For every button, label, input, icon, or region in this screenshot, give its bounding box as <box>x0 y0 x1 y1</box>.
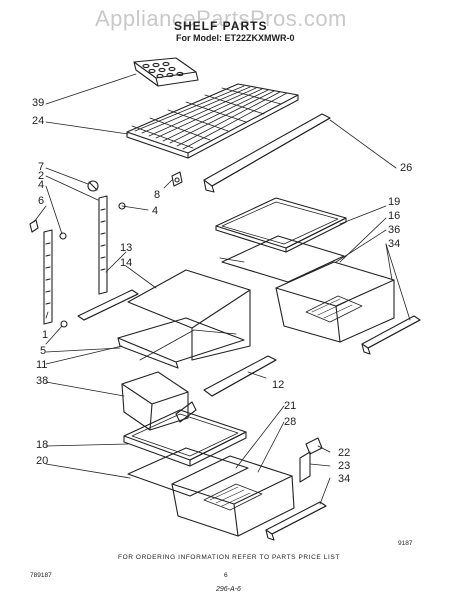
crisper-cover-part <box>215 197 347 283</box>
watermark: AppliancePartsPros.com <box>95 6 347 31</box>
callout-label: 19 <box>388 196 401 208</box>
callout-label: 1 <box>42 329 49 341</box>
callout-label: 5 <box>40 345 47 357</box>
callout-label: 38 <box>36 375 49 387</box>
trim-strip-part <box>265 501 327 541</box>
callout-label: 23 <box>338 460 351 472</box>
handwritten-note: 296-A-6 <box>216 586 241 593</box>
callout-label: 7 <box>38 161 45 173</box>
callout-label: 12 <box>272 379 285 391</box>
wire-shelf-part <box>126 83 299 159</box>
egg-tray-part <box>133 57 199 87</box>
callout-label: 2 <box>38 170 45 182</box>
callout-label: 26 <box>400 162 413 174</box>
trim-strip-part <box>203 113 331 193</box>
callout-label: 11 <box>36 359 48 371</box>
callout-label: 14 <box>120 257 133 269</box>
callout-label: 39 <box>32 97 45 109</box>
crisper-drawer-part <box>171 455 295 537</box>
callout-label: 24 <box>32 115 45 127</box>
glass-shelf-part <box>117 269 251 369</box>
callout-label: 28 <box>284 416 297 428</box>
callout-label: 6 <box>38 195 45 207</box>
callout-label: 16 <box>388 210 401 222</box>
shelf-brackets <box>87 171 183 192</box>
rail-part <box>98 195 108 295</box>
rail-part <box>29 202 126 328</box>
door-bin-part <box>121 371 197 431</box>
document-number: 789187 <box>30 572 52 579</box>
trim-strip-part <box>203 355 277 397</box>
callout-label: 4 <box>152 205 159 217</box>
callout-label: 34 <box>388 238 401 250</box>
callout-label: 18 <box>36 439 49 451</box>
trim-strip-part <box>361 315 421 355</box>
callout-label: 4 <box>38 179 45 191</box>
callout-label: 21 <box>284 400 297 412</box>
callout-label: 20 <box>36 455 49 467</box>
humidity-control-part <box>299 437 323 483</box>
callout-label: 36 <box>388 224 401 236</box>
callout-label: 13 <box>120 242 133 254</box>
callout-label: 22 <box>338 447 351 459</box>
callout-leaders <box>33 73 411 505</box>
trim-strip-part <box>77 289 139 321</box>
crisper-cover-part <box>123 409 249 497</box>
callout-label: 34 <box>338 473 351 485</box>
page-number: 6 <box>224 572 228 579</box>
ordering-note: FOR ORDERING INFORMATION REFER TO PARTS … <box>118 554 340 561</box>
callout-label: 8 <box>154 189 161 201</box>
corner-code: 9187 <box>398 540 413 547</box>
crisper-drawer-part <box>275 261 395 343</box>
page-title: SHELF PARTS <box>174 19 268 33</box>
model-label: For Model: ET22ZKXMWR-0 <box>176 33 295 43</box>
